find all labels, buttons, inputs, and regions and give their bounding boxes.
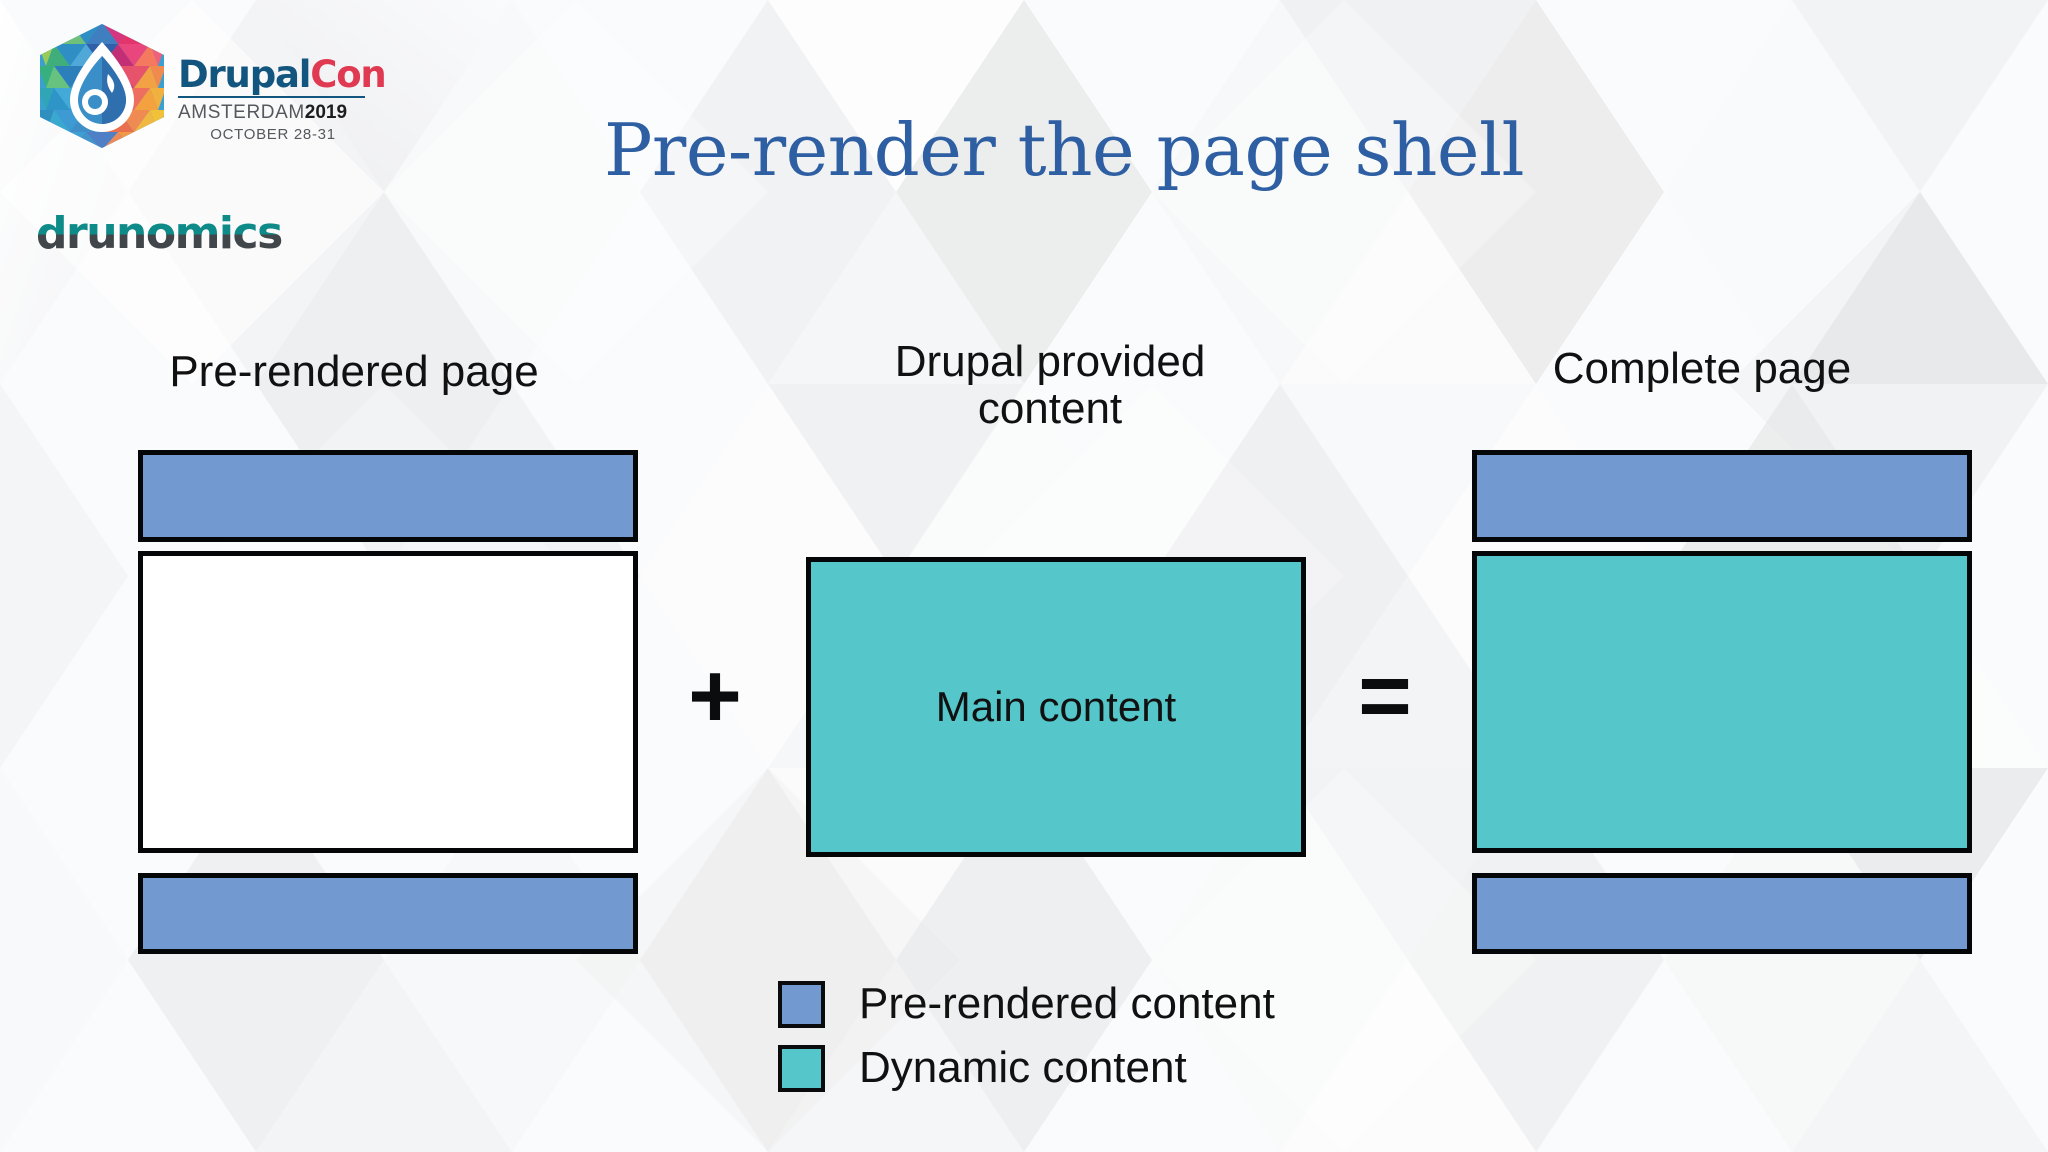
drupalcon-word-con: Con — [310, 53, 387, 96]
legend-swatch-dynamic — [778, 1044, 825, 1092]
main-content-label: Main content — [935, 683, 1177, 730]
column-label-line-2: content — [977, 384, 1123, 434]
drupalcon-wordmark: DrupalCon AMSTERDAM2019 OCTOBER 28-31 — [178, 53, 387, 143]
page-title: Pre-render the page shell — [603, 108, 1525, 192]
pre-rendered-page-header-block — [138, 450, 638, 542]
complete-page-header-block — [1472, 450, 1972, 542]
column-label-complete-page: Complete page — [1552, 344, 1852, 393]
complete-page-main-content-block — [1472, 551, 1972, 853]
drupalcon-city: AMSTERDAM — [178, 102, 305, 123]
drupal-provided-main-content-block: Main content — [806, 557, 1306, 857]
pre-rendered-page-empty-body-block — [138, 551, 638, 853]
legend-swatch-pre-rendered — [778, 980, 825, 1028]
drupalcon-hexagon-droplet-icon — [38, 22, 166, 150]
complete-page-footer-block — [1472, 873, 1972, 954]
legend-label-pre-rendered: Pre-rendered content — [859, 979, 1275, 1028]
column-label-pre-rendered-page: Pre-rendered page — [169, 347, 539, 396]
equals-operator: = — [1358, 645, 1412, 747]
drunomics-logo: drunomics — [36, 210, 326, 258]
drupalcon-word-drupal: Drupal — [178, 53, 311, 96]
drupalcon-year: 2019 — [304, 102, 348, 123]
legend-label-dynamic: Dynamic content — [859, 1043, 1187, 1092]
drupalcon-divider — [178, 96, 365, 98]
legend: Pre-rendered content Dynamic content — [778, 972, 1275, 1100]
legend-item-dynamic-content: Dynamic content — [778, 1036, 1275, 1100]
svg-text:drunomics: drunomics — [36, 210, 282, 258]
column-label-drupal-provided-content: Drupal provided content — [790, 338, 1310, 432]
pre-rendered-page-footer-block — [138, 873, 638, 954]
drupalcon-logo: DrupalCon AMSTERDAM2019 OCTOBER 28-31 — [38, 22, 387, 152]
drupalcon-dates: OCTOBER 28-31 — [210, 126, 336, 143]
plus-operator: + — [688, 645, 742, 747]
legend-item-pre-rendered-content: Pre-rendered content — [778, 972, 1275, 1036]
column-label-line-1: Drupal provided — [894, 337, 1206, 386]
